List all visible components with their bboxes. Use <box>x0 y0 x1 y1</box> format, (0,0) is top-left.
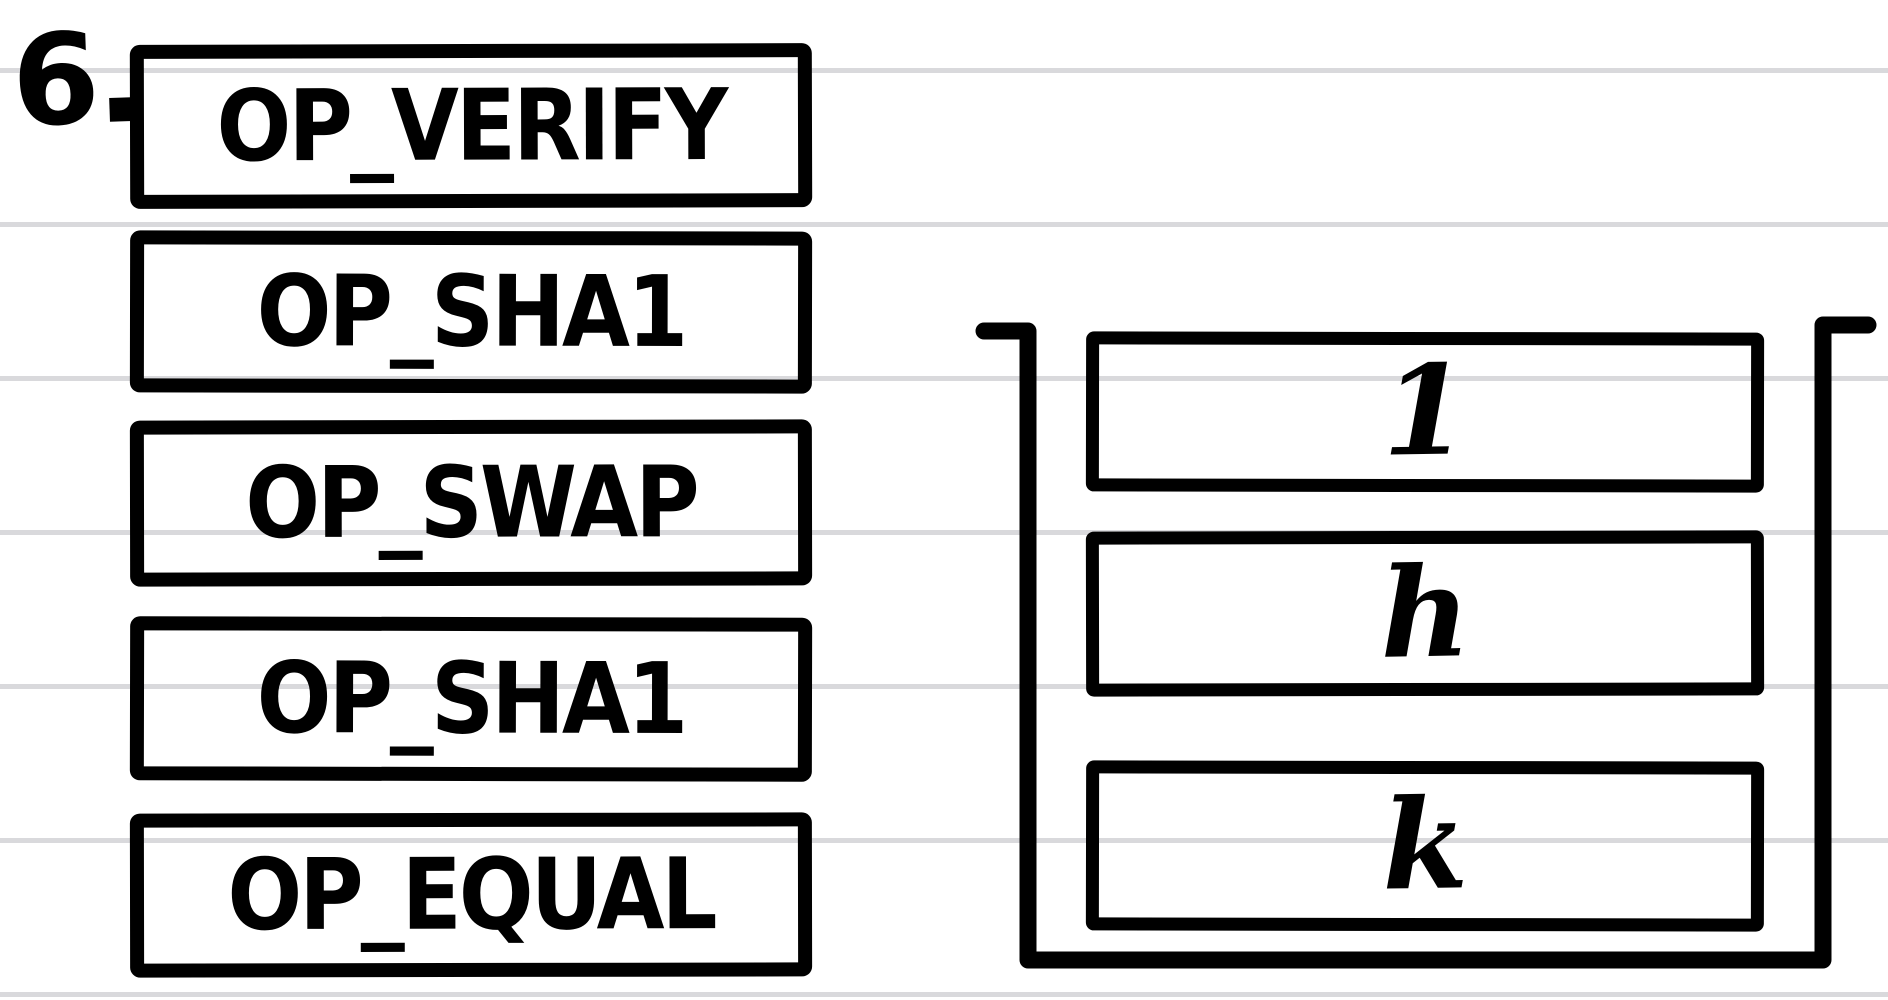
stack-item-label: h <box>1378 539 1472 687</box>
script-op-label: OP_SWAP <box>245 444 697 561</box>
stack-item-label: 1 <box>1380 338 1470 485</box>
script-op-label: OP_SHA1 <box>256 640 686 757</box>
script-op-box-5: OP_EQUAL <box>129 812 813 978</box>
script-op-box-2: OP_SHA1 <box>129 230 813 394</box>
stack-item-box-3: k <box>1085 760 1765 932</box>
script-op-box-4: OP_SHA1 <box>129 616 813 782</box>
stack-item-box-2: h <box>1085 530 1765 697</box>
stack-item-label: k <box>1380 772 1470 919</box>
stack-item-box-1: 1 <box>1085 331 1765 493</box>
script-op-label: OP_EQUAL <box>227 836 715 953</box>
script-op-label: OP_VERIFY <box>216 67 726 184</box>
script-op-box-3: OP_SWAP <box>129 419 813 587</box>
script-op-label: OP_SHA1 <box>256 253 686 370</box>
step-number: 6. <box>9 3 143 156</box>
script-op-box-1: OP_VERIFY <box>129 43 813 209</box>
